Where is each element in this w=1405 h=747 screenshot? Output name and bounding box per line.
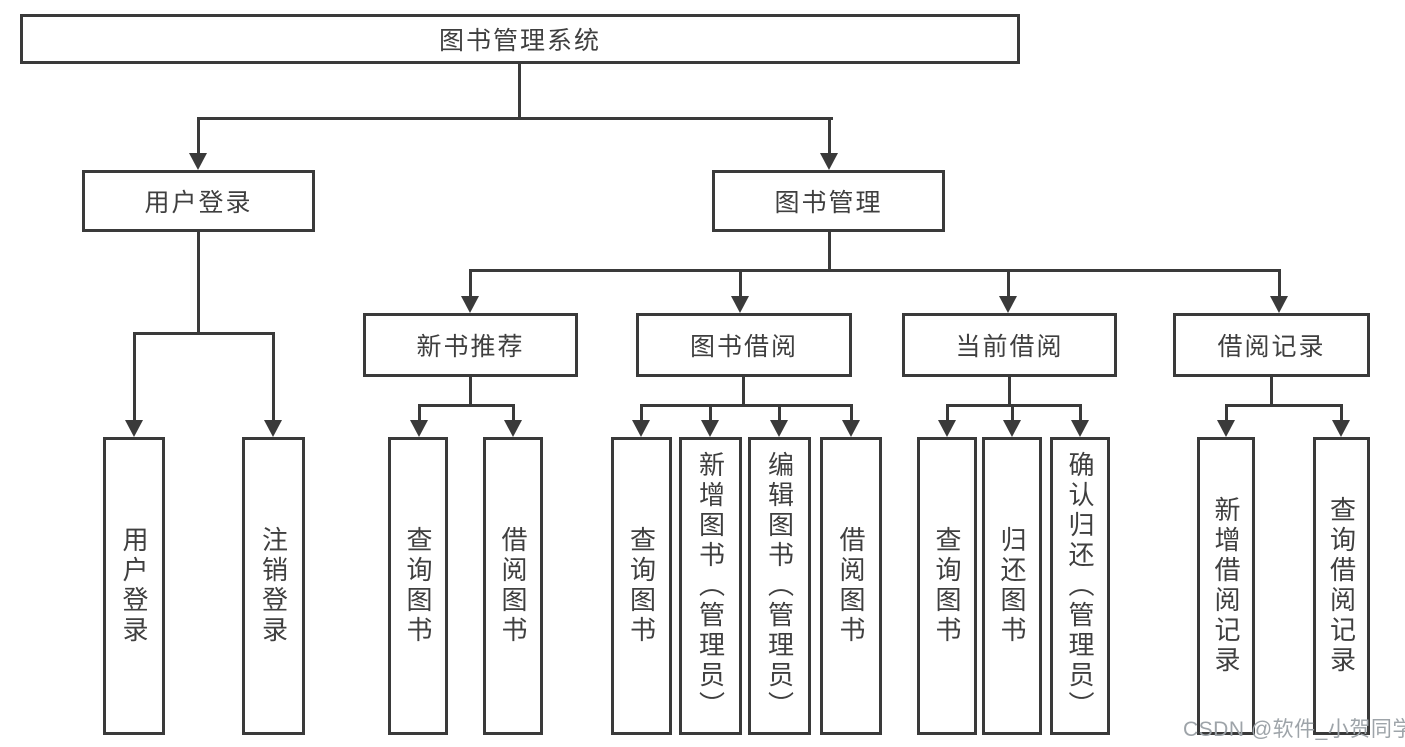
node-book-management: 图书管理	[712, 170, 945, 232]
leaf-add-books-admin: 新增图书（管理员）	[679, 437, 742, 735]
connector-drop-leaf	[1225, 404, 1228, 422]
arrow-down-icon	[1071, 420, 1089, 437]
connector-book-management-bus	[469, 269, 1281, 272]
connector-root-bus	[197, 117, 833, 120]
connector-drop-leaf	[946, 404, 949, 422]
node-borrowing-records: 借阅记录	[1173, 313, 1370, 377]
arrow-down-icon	[1332, 420, 1350, 437]
arrow-down-icon	[842, 420, 860, 437]
arrow-down-icon	[125, 420, 143, 437]
connector-drop-leaf	[512, 404, 515, 422]
connector-drop-leaf	[1079, 404, 1082, 422]
leaf-label: 新增图书（管理员）	[695, 451, 726, 721]
connector-drop-user-login	[197, 117, 200, 156]
leaf-label: 查询图书	[626, 526, 657, 646]
leaf-query-books: 查询图书	[917, 437, 977, 735]
node-library-management-system: 图书管理系统	[20, 14, 1020, 64]
node-user-login: 用户登录	[82, 170, 315, 232]
leaf-add-borrow-record: 新增借阅记录	[1197, 437, 1255, 735]
csdn-watermark: CSDN @软件_小贺同学	[1183, 718, 1405, 741]
leaf-label: 归还图书	[997, 526, 1027, 646]
connector-book-borrowing-stem	[742, 377, 745, 407]
arrow-down-icon	[461, 296, 479, 313]
leaf-borrow-books: 借阅图书	[820, 437, 882, 735]
connector-new-book-bus	[418, 404, 515, 407]
connector-new-book-stem	[469, 377, 472, 407]
node-current-borrowing: 当前借阅	[902, 313, 1117, 377]
leaf-query-borrow-record: 查询借阅记录	[1313, 437, 1370, 735]
connector-drop-new-book	[469, 269, 472, 298]
leaf-label: 查询借阅记录	[1326, 496, 1357, 676]
leaf-label: 确认归还（管理员）	[1065, 451, 1095, 721]
leaf-confirm-return-admin: 确认归还（管理员）	[1050, 437, 1110, 735]
arrow-down-icon	[701, 420, 719, 437]
arrow-down-icon	[820, 153, 838, 170]
leaf-label: 查询图书	[932, 526, 962, 646]
arrow-down-icon	[999, 296, 1017, 313]
connector-current-borrowing-stem	[1008, 377, 1011, 407]
connector-drop-leaf	[1340, 404, 1343, 422]
connector-borrowing-records-stem	[1270, 377, 1273, 407]
connector-user-login-stem	[197, 232, 200, 335]
leaf-label: 借阅图书	[498, 526, 528, 646]
leaf-label: 借阅图书	[836, 526, 866, 646]
arrow-down-icon	[264, 420, 282, 437]
leaf-label: 注销登录	[258, 526, 289, 646]
arrow-down-icon	[938, 420, 956, 437]
leaf-query-books: 查询图书	[611, 437, 672, 735]
leaf-edit-books-admin: 编辑图书（管理员）	[748, 437, 811, 735]
arrow-down-icon	[731, 296, 749, 313]
node-new-book-recommendation: 新书推荐	[363, 313, 578, 377]
connector-drop-current-borrowing	[1007, 269, 1010, 298]
leaf-label: 编辑图书（管理员）	[764, 451, 795, 721]
arrow-down-icon	[504, 420, 522, 437]
node-book-borrowing: 图书借阅	[636, 313, 852, 377]
connector-drop-leaf	[272, 332, 275, 422]
connector-drop-borrowing-records	[1278, 269, 1281, 298]
connector-drop-leaf	[418, 404, 421, 422]
arrow-down-icon	[410, 420, 428, 437]
connector-drop-leaf	[1011, 404, 1014, 422]
arrow-down-icon	[1217, 420, 1235, 437]
connector-drop-leaf	[133, 332, 136, 422]
connector-drop-leaf	[778, 404, 781, 422]
connector-drop-book-management	[828, 117, 831, 156]
leaf-query-books: 查询图书	[388, 437, 448, 735]
connector-user-login-bus	[133, 332, 275, 335]
leaf-label: 新增借阅记录	[1211, 496, 1241, 676]
leaf-logout: 注销登录	[242, 437, 305, 735]
arrow-down-icon	[770, 420, 788, 437]
connector-borrowing-records-bus	[1225, 404, 1343, 407]
arrow-down-icon	[189, 153, 207, 170]
connector-drop-book-borrowing	[739, 269, 742, 298]
connector-book-borrowing-bus	[640, 404, 852, 407]
leaf-label: 用户登录	[119, 526, 149, 646]
connector-drop-leaf	[640, 404, 643, 422]
leaf-label: 查询图书	[403, 526, 433, 646]
leaf-user-login: 用户登录	[103, 437, 165, 735]
connector-root-stem	[518, 64, 521, 120]
connector-drop-leaf	[850, 404, 853, 422]
leaf-return-books: 归还图书	[982, 437, 1042, 735]
connector-drop-leaf	[709, 404, 712, 422]
arrow-down-icon	[632, 420, 650, 437]
leaf-borrow-books: 借阅图书	[483, 437, 543, 735]
arrow-down-icon	[1003, 420, 1021, 437]
connector-book-management-stem	[828, 232, 831, 272]
arrow-down-icon	[1270, 296, 1288, 313]
